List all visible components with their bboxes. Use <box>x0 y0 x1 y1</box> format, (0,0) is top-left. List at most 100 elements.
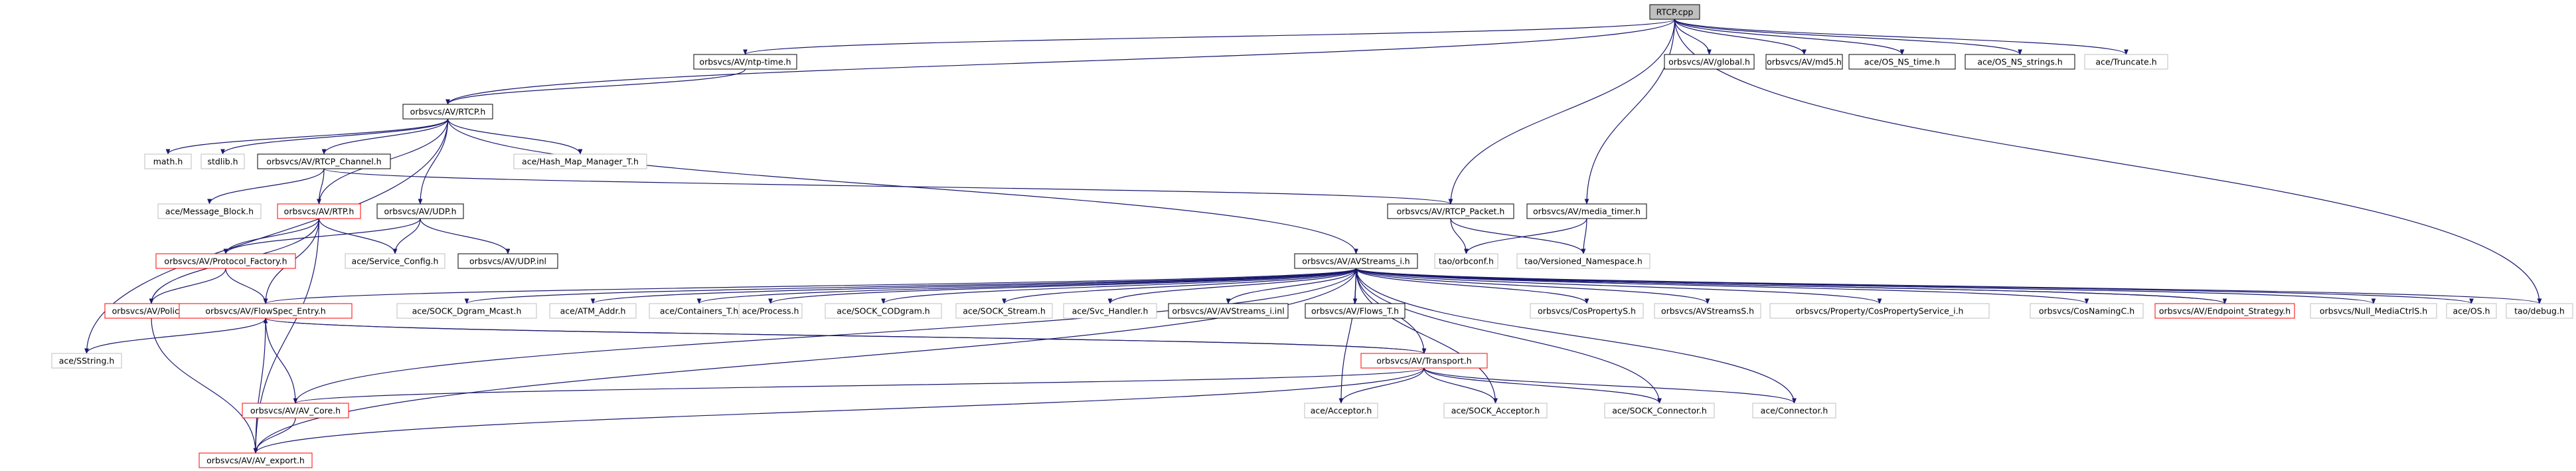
edge-transport-h-to-connector-h <box>1423 367 1797 404</box>
node-svc-handler[interactable]: ace/Svc_Handler.h <box>1063 303 1157 319</box>
node-avstreams-i[interactable]: orbsvcs/AV/AVStreams_i.h <box>1294 253 1418 269</box>
node-endpoint-strategy[interactable]: orbsvcs/AV/Endpoint_Strategy.h <box>2154 303 2295 319</box>
node-media-timer[interactable]: orbsvcs/AV/media_timer.h <box>1526 203 1647 219</box>
node-sock-dgram-mcast[interactable]: ace/SOCK_Dgram_Mcast.h <box>396 303 537 319</box>
node-box <box>257 153 391 169</box>
node-protocol-factory[interactable]: orbsvcs/AV/Protocol_Factory.h <box>155 253 296 269</box>
node-acceptor-h[interactable]: ace/Acceptor.h <box>1304 403 1378 419</box>
node-box <box>1649 4 1700 20</box>
node-global-h[interactable]: orbsvcs/AV/global.h <box>1664 54 1755 70</box>
edge-avstreams-i-to-cosnamingc <box>1355 268 2089 304</box>
edge-avstreams-i-to-sock-codgram <box>881 268 1357 304</box>
node-label: ace/SOCK_CODgram.h <box>837 306 929 316</box>
node-cosnamingc[interactable]: orbsvcs/CosNamingC.h <box>2030 303 2144 319</box>
node-rtcp-channel[interactable]: orbsvcs/AV/RTCP_Channel.h <box>257 153 391 169</box>
node-cosproperty-service-i[interactable]: orbsvcs/Property/CosPropertyService_i.h <box>1769 303 1990 319</box>
edge-rtcp-cpp-to-ntp-time <box>743 19 1676 55</box>
node-box <box>1604 403 1715 419</box>
node-label: ace/SOCK_Acceptor.h <box>1451 406 1540 416</box>
node-udp-inl[interactable]: orbsvcs/AV/UDP.inl <box>457 253 558 269</box>
node-label: orbsvcs/AV/global.h <box>1668 57 1750 67</box>
node-rtp-h[interactable]: orbsvcs/AV/RTP.h <box>277 203 361 219</box>
node-math-h[interactable]: math.h <box>144 153 192 169</box>
node-box <box>738 303 803 319</box>
edge-protocol-factory-to-flowspec-entry <box>225 268 268 304</box>
node-av-rtcp-h[interactable]: orbsvcs/AV/RTCP.h <box>402 104 493 120</box>
edge-avstreams-i-to-avstreamss <box>1355 268 1710 304</box>
node-rtcp-packet[interactable]: orbsvcs/AV/RTCP_Packet.h <box>1387 203 1514 219</box>
node-box <box>144 153 192 169</box>
node-os-h[interactable]: ace/OS.h <box>2446 303 2497 319</box>
node-box <box>51 353 122 369</box>
node-versioned-ns[interactable]: tao/Versioned_Namespace.h <box>1516 253 1650 269</box>
node-avstreams-i-inl[interactable]: orbsvcs/AV/AVStreams_i.inl <box>1168 303 1289 319</box>
node-box <box>2446 303 2497 319</box>
dependency-nodes: RTCP.cpp orbsvcs/AV/ntp-time.h orbsvcs/AV/… <box>51 4 2573 468</box>
node-sock-acceptor[interactable]: ace/SOCK_Acceptor.h <box>1443 403 1548 419</box>
node-sock-codgram[interactable]: ace/SOCK_CODgram.h <box>825 303 942 319</box>
edge-media-timer-to-versioned-ns <box>1581 218 1587 254</box>
node-label: orbsvcs/AV/AV_export.h <box>206 456 305 466</box>
node-hash-map[interactable]: ace/Hash_Map_Manager_T.h <box>513 153 647 169</box>
node-label: orbsvcs/AV/Flows_T.h <box>1311 306 1399 316</box>
node-containers-t[interactable]: ace/Containers_T.h <box>649 303 750 319</box>
edge-transport-h-to-sock-acceptor <box>1423 367 1498 404</box>
node-transport-h[interactable]: orbsvcs/AV/Transport.h <box>1360 353 1488 369</box>
node-box <box>179 303 353 319</box>
node-box <box>1063 303 1157 319</box>
node-label: orbsvcs/AV/Policy.h <box>112 306 191 316</box>
edge-avstreams-i-to-avstreams-i-inl <box>1226 268 1357 304</box>
node-av-core[interactable]: orbsvcs/AV/AV_Core.h <box>242 403 349 419</box>
node-box <box>2154 303 2295 319</box>
edge-rtp-h-to-protocol-factory <box>223 218 320 254</box>
node-avstreamss[interactable]: orbsvcs/AVStreamsS.h <box>1654 303 1761 319</box>
edge-av-rtcp-h-to-stdlib-h <box>220 118 449 155</box>
node-label: ace/SString.h <box>59 356 115 366</box>
node-label: tao/debug.h <box>2514 306 2565 316</box>
node-flows-t[interactable]: orbsvcs/AV/Flows_T.h <box>1305 303 1406 319</box>
node-md5-h[interactable]: orbsvcs/AV/md5.h <box>1765 54 1843 70</box>
node-label: orbsvcs/AV/RTCP_Packet.h <box>1397 207 1505 217</box>
node-rtcp-cpp[interactable]: RTCP.cpp <box>1649 4 1700 20</box>
node-ntp-time[interactable]: orbsvcs/AV/ntp-time.h <box>693 54 797 70</box>
node-cospropertys[interactable]: orbsvcs/CosPropertyS.h <box>1530 303 1644 319</box>
node-box <box>1848 54 1956 70</box>
edge-transport-h-to-flowspec-entry <box>264 318 1425 354</box>
edge-rtcp-cpp-to-debug-h <box>1674 19 2542 304</box>
node-label: orbsvcs/Property/CosPropertyService_i.h <box>1796 306 1964 316</box>
node-av-export[interactable]: orbsvcs/AV/AV_export.h <box>199 452 313 468</box>
node-message-block[interactable]: ace/Message_Block.h <box>157 203 262 219</box>
node-connector-h[interactable]: ace/Connector.h <box>1752 403 1836 419</box>
node-os-ns-strings[interactable]: ace/OS_NS_strings.h <box>1965 54 2075 70</box>
edge-rtcp-channel-to-rtcp-packet <box>323 168 1453 205</box>
node-service-config[interactable]: ace/Service_Config.h <box>345 253 445 269</box>
node-atm-addr[interactable]: ace/ATM_Addr.h <box>549 303 637 319</box>
node-label: orbsvcs/AV/Transport.h <box>1376 356 1471 366</box>
node-sock-connector[interactable]: ace/SOCK_Connector.h <box>1604 403 1715 419</box>
node-box <box>693 54 797 70</box>
node-label: ace/Truncate.h <box>2095 57 2156 67</box>
edge-transport-h-to-av-core <box>293 367 1425 404</box>
edge-rtcp-packet-to-versioned-ns <box>1450 218 1586 254</box>
node-sstring-h[interactable]: ace/SString.h <box>51 353 122 369</box>
node-label: ace/Process.h <box>742 306 799 316</box>
node-sock-stream[interactable]: ace/SOCK_Stream.h <box>955 303 1053 319</box>
node-flowspec-entry[interactable]: orbsvcs/AV/FlowSpec_Entry.h <box>179 303 353 319</box>
node-os-ns-time[interactable]: ace/OS_NS_time.h <box>1848 54 1956 70</box>
edge-avstreams-i-to-flowspec-entry <box>264 268 1357 304</box>
edge-rtcp-cpp-to-truncate-h <box>1674 19 2129 55</box>
node-stdlib-h[interactable]: stdlib.h <box>201 153 245 169</box>
node-process-h[interactable]: ace/Process.h <box>738 303 803 319</box>
edge-avstreams-i-to-sock-dgram-mcast <box>465 268 1357 304</box>
node-box <box>1305 303 1406 319</box>
node-label: orbsvcs/AV/Endpoint_Strategy.h <box>2159 306 2291 316</box>
node-truncate-h[interactable]: ace/Truncate.h <box>2084 54 2168 70</box>
node-null-mediactrls[interactable]: orbsvcs/Null_MediaCtrlS.h <box>2310 303 2437 319</box>
node-label: orbsvcs/AVStreamsS.h <box>1661 306 1754 316</box>
node-udp-h[interactable]: orbsvcs/AV/UDP.h <box>376 203 464 219</box>
edge-endpoint-strategy-to-avstreams-i <box>1354 268 2225 304</box>
edge-avstreams-i-to-cospropertys <box>1355 268 1589 304</box>
node-orbconf[interactable]: tao/orbconf.h <box>1434 253 1498 269</box>
edge-udp-h-to-udp-inl <box>420 218 511 254</box>
node-debug-h[interactable]: tao/debug.h <box>2506 303 2573 319</box>
